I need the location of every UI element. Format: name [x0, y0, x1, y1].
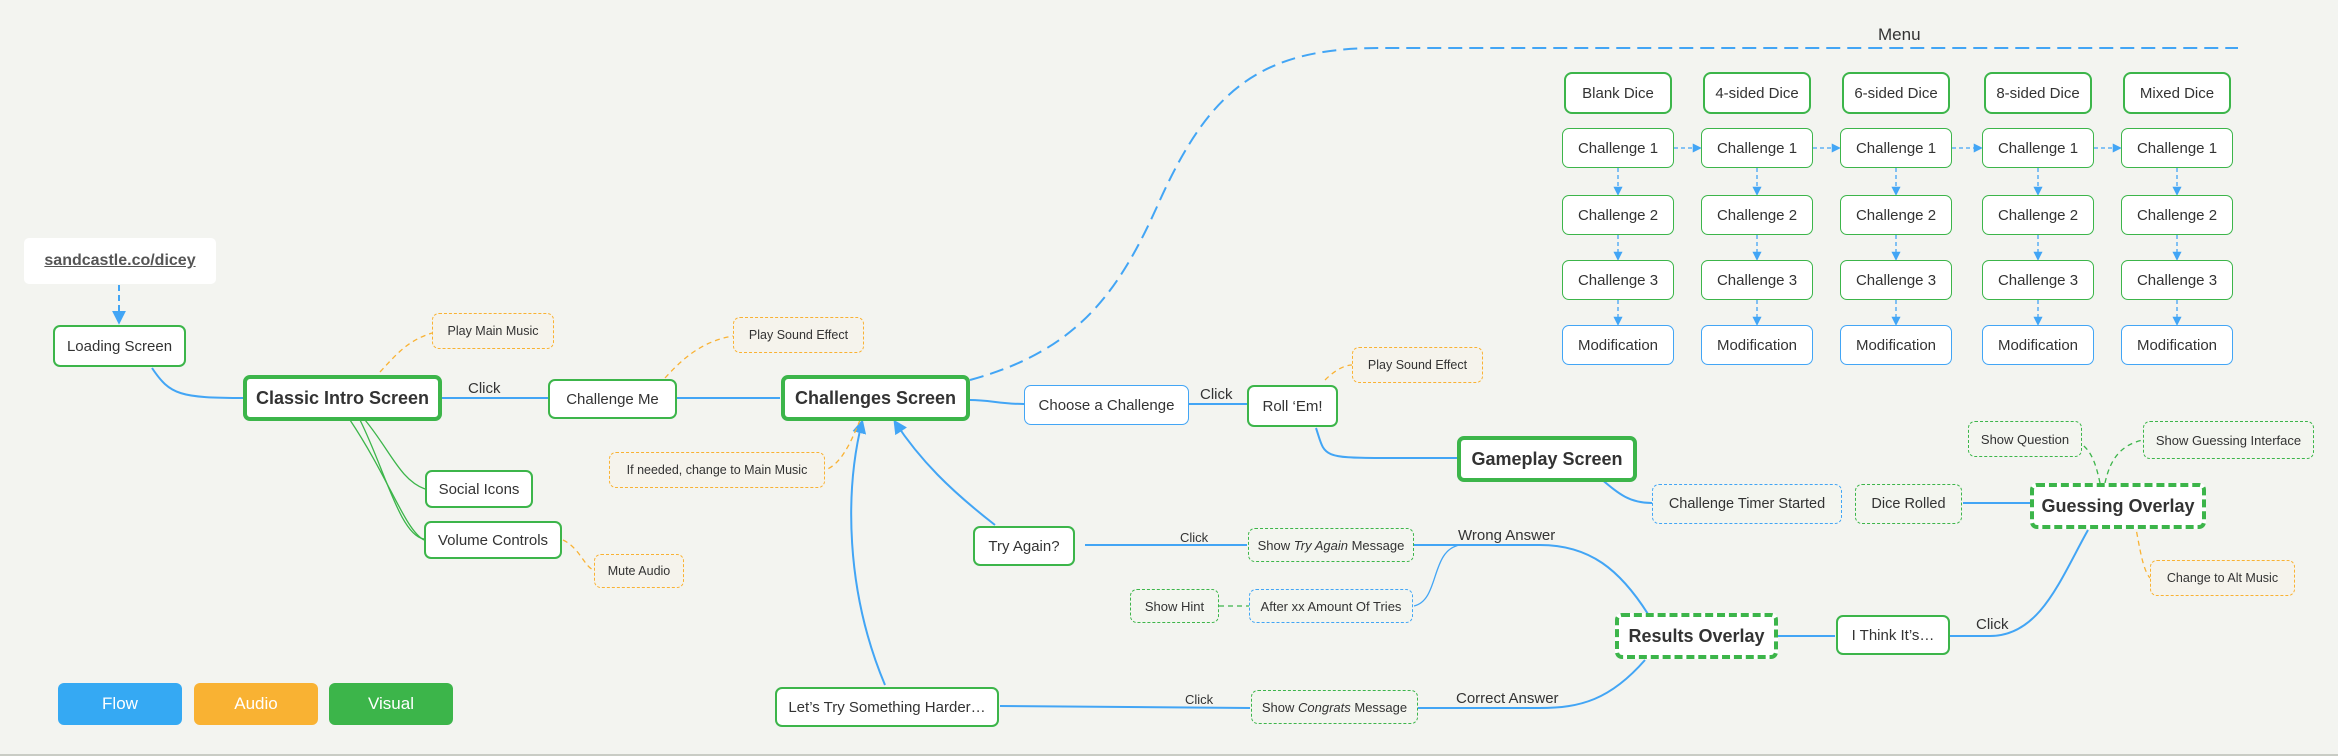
- try-again-node: Try Again?: [973, 526, 1075, 566]
- show-hint-node: Show Hint: [1130, 589, 1219, 623]
- edge-results-wrong: [1414, 544, 1649, 615]
- volume-controls-node: Volume Controls: [424, 521, 562, 559]
- challenge-node-6-sided-dice-3: Challenge 3: [1840, 260, 1952, 300]
- gameplay-screen-node: Gameplay Screen: [1457, 436, 1637, 482]
- classic-intro-screen-node: Classic Intro Screen: [243, 375, 442, 421]
- modification-node-4-sided-dice: Modification: [1701, 325, 1813, 365]
- challenge-node-mixed-dice-1: Challenge 1: [2121, 128, 2233, 168]
- challenge-node-blank-dice-1: Challenge 1: [1562, 128, 1674, 168]
- legend-audio: Audio: [194, 683, 318, 725]
- challenge-node-8-sided-dice-1: Challenge 1: [1982, 128, 2094, 168]
- challenge-node-4-sided-dice-3: Challenge 3: [1701, 260, 1813, 300]
- play-main-music-node: Play Main Music: [432, 313, 554, 349]
- edge-results-correct: [1418, 659, 1646, 709]
- social-icons-node: Social Icons: [425, 470, 533, 508]
- play-sound-effect-node-1: Play Sound Effect: [733, 317, 864, 353]
- edge-challenges-menu: [969, 47, 2238, 381]
- show-try-again-em: Try Again: [1293, 537, 1348, 553]
- after-xx-tries-node: After xx Amount Of Tries: [1249, 589, 1413, 623]
- edge-loading-intro: [151, 367, 246, 399]
- edge-intro-volume: [359, 419, 425, 540]
- dice-header-4-sided-dice: 4-sided Dice: [1703, 72, 1811, 114]
- challenge-node-8-sided-dice-2: Challenge 2: [1982, 195, 2094, 235]
- results-overlay-node: Results Overlay: [1615, 613, 1778, 659]
- challenge-node-mixed-dice-3: Challenge 3: [2121, 260, 2233, 300]
- edge-label-click-think: Click: [1976, 616, 2009, 633]
- edge-label-click-choose: Click: [1200, 386, 1233, 403]
- legend-flow: Flow: [58, 683, 182, 725]
- challenge-node-blank-dice-3: Challenge 3: [1562, 260, 1674, 300]
- modification-node-8-sided-dice: Modification: [1982, 325, 2094, 365]
- challenge-node-6-sided-dice-1: Challenge 1: [1840, 128, 1952, 168]
- change-alt-music-node: Change to Alt Music: [2150, 560, 2295, 596]
- loading-screen-node: Loading Screen: [53, 325, 186, 367]
- show-congrats-suffix: Message: [1350, 699, 1408, 715]
- mute-audio-node: Mute Audio: [594, 554, 684, 588]
- challenge-node-mixed-dice-2: Challenge 2: [2121, 195, 2233, 235]
- edge-tries-tryagain: [1413, 544, 1461, 607]
- edge-roll-gameplay: [1315, 427, 1458, 459]
- dice-header-blank-dice: Blank Dice: [1564, 72, 1672, 114]
- edge-challengeme-sfx: [664, 335, 734, 379]
- challenge-node-6-sided-dice-2: Challenge 2: [1840, 195, 1952, 235]
- dice-header-6-sided-dice: 6-sided Dice: [1842, 72, 1950, 114]
- show-congrats-em: Congrats: [1298, 699, 1351, 715]
- modification-node-blank-dice: Modification: [1562, 325, 1674, 365]
- show-question-node: Show Question: [1968, 421, 2082, 457]
- if-needed-main-music-node: If needed, change to Main Music: [609, 452, 825, 488]
- edge-label-wrong-answer: Wrong Answer: [1458, 527, 1556, 544]
- dice-header-mixed-dice: Mixed Dice: [2123, 72, 2231, 114]
- play-sound-effect-node-2: Play Sound Effect: [1352, 347, 1483, 383]
- modification-node-6-sided-dice: Modification: [1840, 325, 1952, 365]
- guessing-overlay-node: Guessing Overlay: [2030, 483, 2206, 529]
- menu-label: Menu: [1878, 25, 1921, 44]
- challenge-node-blank-dice-2: Challenge 2: [1562, 195, 1674, 235]
- challenge-node-8-sided-dice-3: Challenge 3: [1982, 260, 2094, 300]
- url-label[interactable]: sandcastle.co/dicey: [24, 238, 216, 284]
- bottom-divider: [0, 754, 2338, 756]
- edge-intro-volume-2: [349, 419, 425, 541]
- edge-intro-social: [364, 419, 426, 490]
- edge-challenges-ifneeded: [824, 419, 861, 471]
- lets-try-harder-node: Let’s Try Something Harder…: [775, 687, 999, 727]
- i-think-its-node: I Think It’s…: [1836, 615, 1950, 655]
- modification-node-mixed-dice: Modification: [2121, 325, 2233, 365]
- edge-correct-harder: [999, 705, 1251, 709]
- edge-guessing-altmusic: [2134, 522, 2151, 579]
- show-guessing-interface-node: Show Guessing Interface: [2143, 421, 2314, 459]
- edge-label-click-intro: Click: [468, 380, 501, 397]
- choose-challenge-node: Choose a Challenge: [1024, 385, 1189, 425]
- dice-header-8-sided-dice: 8-sided Dice: [1984, 72, 2092, 114]
- legend-visual: Visual: [329, 683, 453, 725]
- challenge-me-node: Challenge Me: [548, 379, 677, 419]
- edge-guessing-interface: [2104, 439, 2144, 484]
- edge-guessing-question: [2069, 437, 2101, 484]
- edge-intro-music: [379, 332, 433, 373]
- edge-challenges-choose: [969, 399, 1025, 405]
- challenge-timer-node: Challenge Timer Started: [1652, 484, 1842, 524]
- edge-tryagain-challenges: [893, 419, 996, 526]
- challenge-node-4-sided-dice-2: Challenge 2: [1701, 195, 1813, 235]
- roll-em-node: Roll ‘Em!: [1247, 385, 1338, 427]
- edge-harder-challenges: [850, 419, 886, 686]
- challenge-node-4-sided-dice-1: Challenge 1: [1701, 128, 1813, 168]
- show-try-again-suffix: Message: [1347, 537, 1405, 553]
- show-congrats-prefix: Show: [1261, 699, 1298, 715]
- edge-label-click-harder: Click: [1185, 692, 1214, 707]
- edge-roll-sfx: [1324, 364, 1353, 381]
- edge-guessing-think: [1950, 529, 2089, 637]
- challenges-screen-node: Challenges Screen: [781, 375, 970, 421]
- dice-rolled-node: Dice Rolled: [1855, 484, 1962, 524]
- edge-label-correct-answer: Correct Answer: [1456, 690, 1559, 707]
- show-try-again-prefix: Show: [1257, 537, 1294, 553]
- show-congrats-message-node: Show Congrats Message: [1251, 690, 1418, 724]
- edge-volume-mute: [562, 539, 595, 571]
- show-try-again-message-node: Show Try Again Message: [1248, 528, 1414, 562]
- edge-label-click-try-again: Click: [1180, 530, 1209, 545]
